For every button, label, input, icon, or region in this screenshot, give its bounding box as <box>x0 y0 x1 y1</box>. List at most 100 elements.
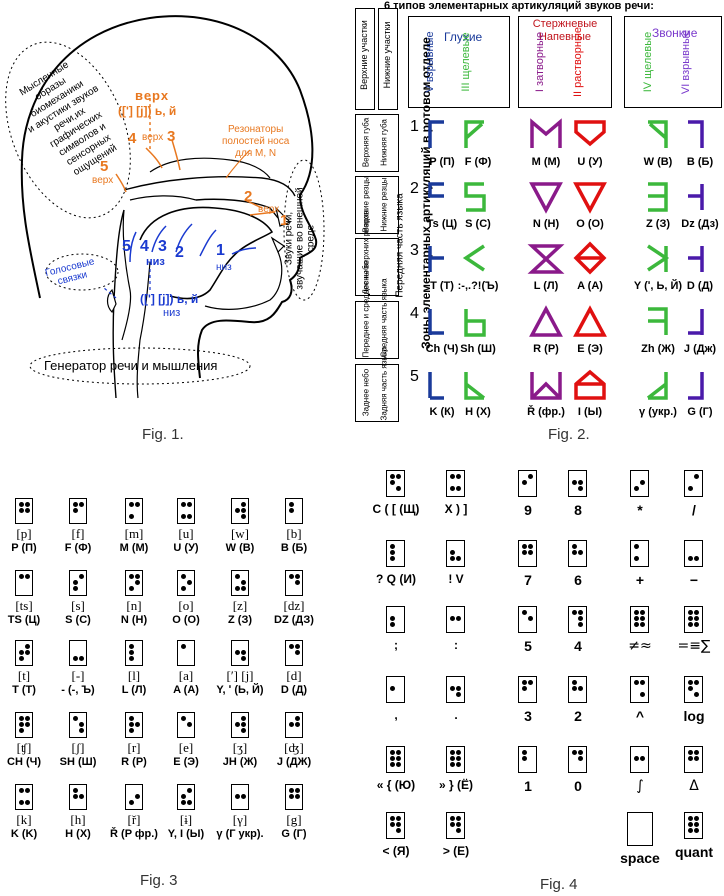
fig3-label: W (В) <box>225 542 255 554</box>
fig3-braille-cell <box>125 640 143 666</box>
fig4-label: ! V <box>448 572 464 586</box>
braille-dot <box>694 692 699 697</box>
braille-dot <box>187 502 192 507</box>
articulation-symbol <box>428 120 444 148</box>
braille-dot <box>19 800 24 805</box>
fig4-label: 9 <box>524 502 532 518</box>
fig4-label: − <box>689 572 699 588</box>
fig2-sound-label: R (Р) <box>533 343 559 355</box>
fig4-label: 5 <box>524 638 532 654</box>
braille-dot <box>634 556 639 561</box>
braille-dot <box>295 580 300 585</box>
fig3-label: Y, I (Ы) <box>167 828 205 840</box>
fig1-resonators: Резонаторы полостей носа для M, N <box>222 124 289 160</box>
articulation-symbol <box>648 120 668 148</box>
fig3-braille-cell <box>231 570 249 596</box>
braille-dot <box>528 680 533 685</box>
fig3-label: R (Р) <box>121 756 147 768</box>
braille-dot <box>181 644 186 649</box>
fig3-braille-cell <box>231 640 249 666</box>
fig4-braille-cell <box>568 470 587 497</box>
braille-dot <box>73 508 78 513</box>
fig2-sound-label: Y (ʹ, Ь, Й) <box>633 280 683 292</box>
fig4-label: 3 <box>524 708 532 724</box>
braille-dot <box>572 480 577 485</box>
fig4-braille-cell <box>684 676 703 703</box>
braille-dot <box>456 474 461 479</box>
fig2-caption: Fig. 2. <box>548 426 590 443</box>
fig3-ipa: [g] <box>286 812 302 827</box>
fig4-braille-cell <box>446 540 465 567</box>
braille-dot <box>390 756 395 761</box>
braille-dot <box>135 722 140 727</box>
braille-dot <box>640 622 645 627</box>
braille-dot <box>390 816 395 821</box>
braille-dot <box>235 574 240 579</box>
braille-dot <box>129 650 134 655</box>
fig4-label: * <box>637 502 643 518</box>
fig3-braille-cell <box>177 712 195 738</box>
braille-dot <box>578 480 583 485</box>
braille-dot <box>73 716 78 721</box>
fig3-braille-cell <box>125 498 143 524</box>
fig4-braille-cell <box>446 606 465 633</box>
articulation-symbol <box>529 305 563 337</box>
articulation-symbol <box>688 309 704 335</box>
fig2-sound-label: F (Ф) <box>464 156 492 168</box>
fig4-braille-cell <box>386 606 405 633</box>
fig3-ipa: [s] <box>71 598 85 613</box>
braille-dot <box>129 800 134 805</box>
braille-dot <box>694 750 699 755</box>
fig3-braille-cell <box>125 784 143 810</box>
articulation-symbol <box>464 182 486 212</box>
fig4-braille-cell <box>630 540 649 567</box>
fig4-label: 2 <box>574 708 582 724</box>
articulation-symbol <box>573 241 607 275</box>
articulation-symbol <box>647 244 670 272</box>
fig4-label: « { (Ю) <box>376 778 416 792</box>
fig3-braille-cell <box>15 498 33 524</box>
braille-dot <box>390 762 395 767</box>
braille-dot <box>295 574 300 579</box>
braille-dot <box>235 586 240 591</box>
fig3-ipa: [t] <box>17 668 31 683</box>
articulation-symbol <box>428 182 444 198</box>
fig2-title: 6 типов элементарных артикуляций звуков … <box>384 0 654 12</box>
braille-dot <box>241 722 246 727</box>
fig4-braille-cell <box>446 470 465 497</box>
braille-dot <box>295 722 300 727</box>
fig2-group-3: Звонкие <box>652 26 698 40</box>
fig2-sound-label: O (О) <box>576 218 604 230</box>
fig2-sound-label: N (Н) <box>532 218 560 230</box>
braille-dot <box>241 580 246 585</box>
braille-dot <box>694 816 699 821</box>
fig4-label: : <box>454 638 458 652</box>
braille-dot <box>241 728 246 733</box>
fig3-braille-cell <box>69 784 87 810</box>
braille-dot <box>688 756 693 761</box>
fig2-sound-label: B (Б) <box>686 156 714 168</box>
braille-dot <box>578 622 583 627</box>
braille-dot <box>396 474 401 479</box>
fig4-label: log <box>683 708 705 724</box>
braille-dot <box>456 686 461 691</box>
fig3-label: T (T) <box>12 684 36 696</box>
braille-dot <box>640 610 645 615</box>
braille-dot <box>289 788 294 793</box>
fig4-braille-cell <box>684 812 703 839</box>
fig3-label: U (У) <box>173 542 199 554</box>
braille-dot <box>19 650 24 655</box>
braille-dot <box>129 502 134 507</box>
fig3-label: S (С) <box>65 614 91 626</box>
fig3-caption: Fig. 3 <box>140 872 178 889</box>
fig2-sound-label: D (Д) <box>686 280 714 292</box>
fig2-sound-label: γ (укр.) <box>639 406 677 418</box>
fig3-ipa: [d] <box>286 668 302 683</box>
braille-dot <box>19 722 24 727</box>
braille-dot <box>390 616 395 621</box>
braille-dot <box>694 828 699 833</box>
fig3-label: M (М) <box>119 542 149 554</box>
fig2-group-1: Глухие <box>444 30 483 44</box>
braille-dot <box>187 788 192 793</box>
